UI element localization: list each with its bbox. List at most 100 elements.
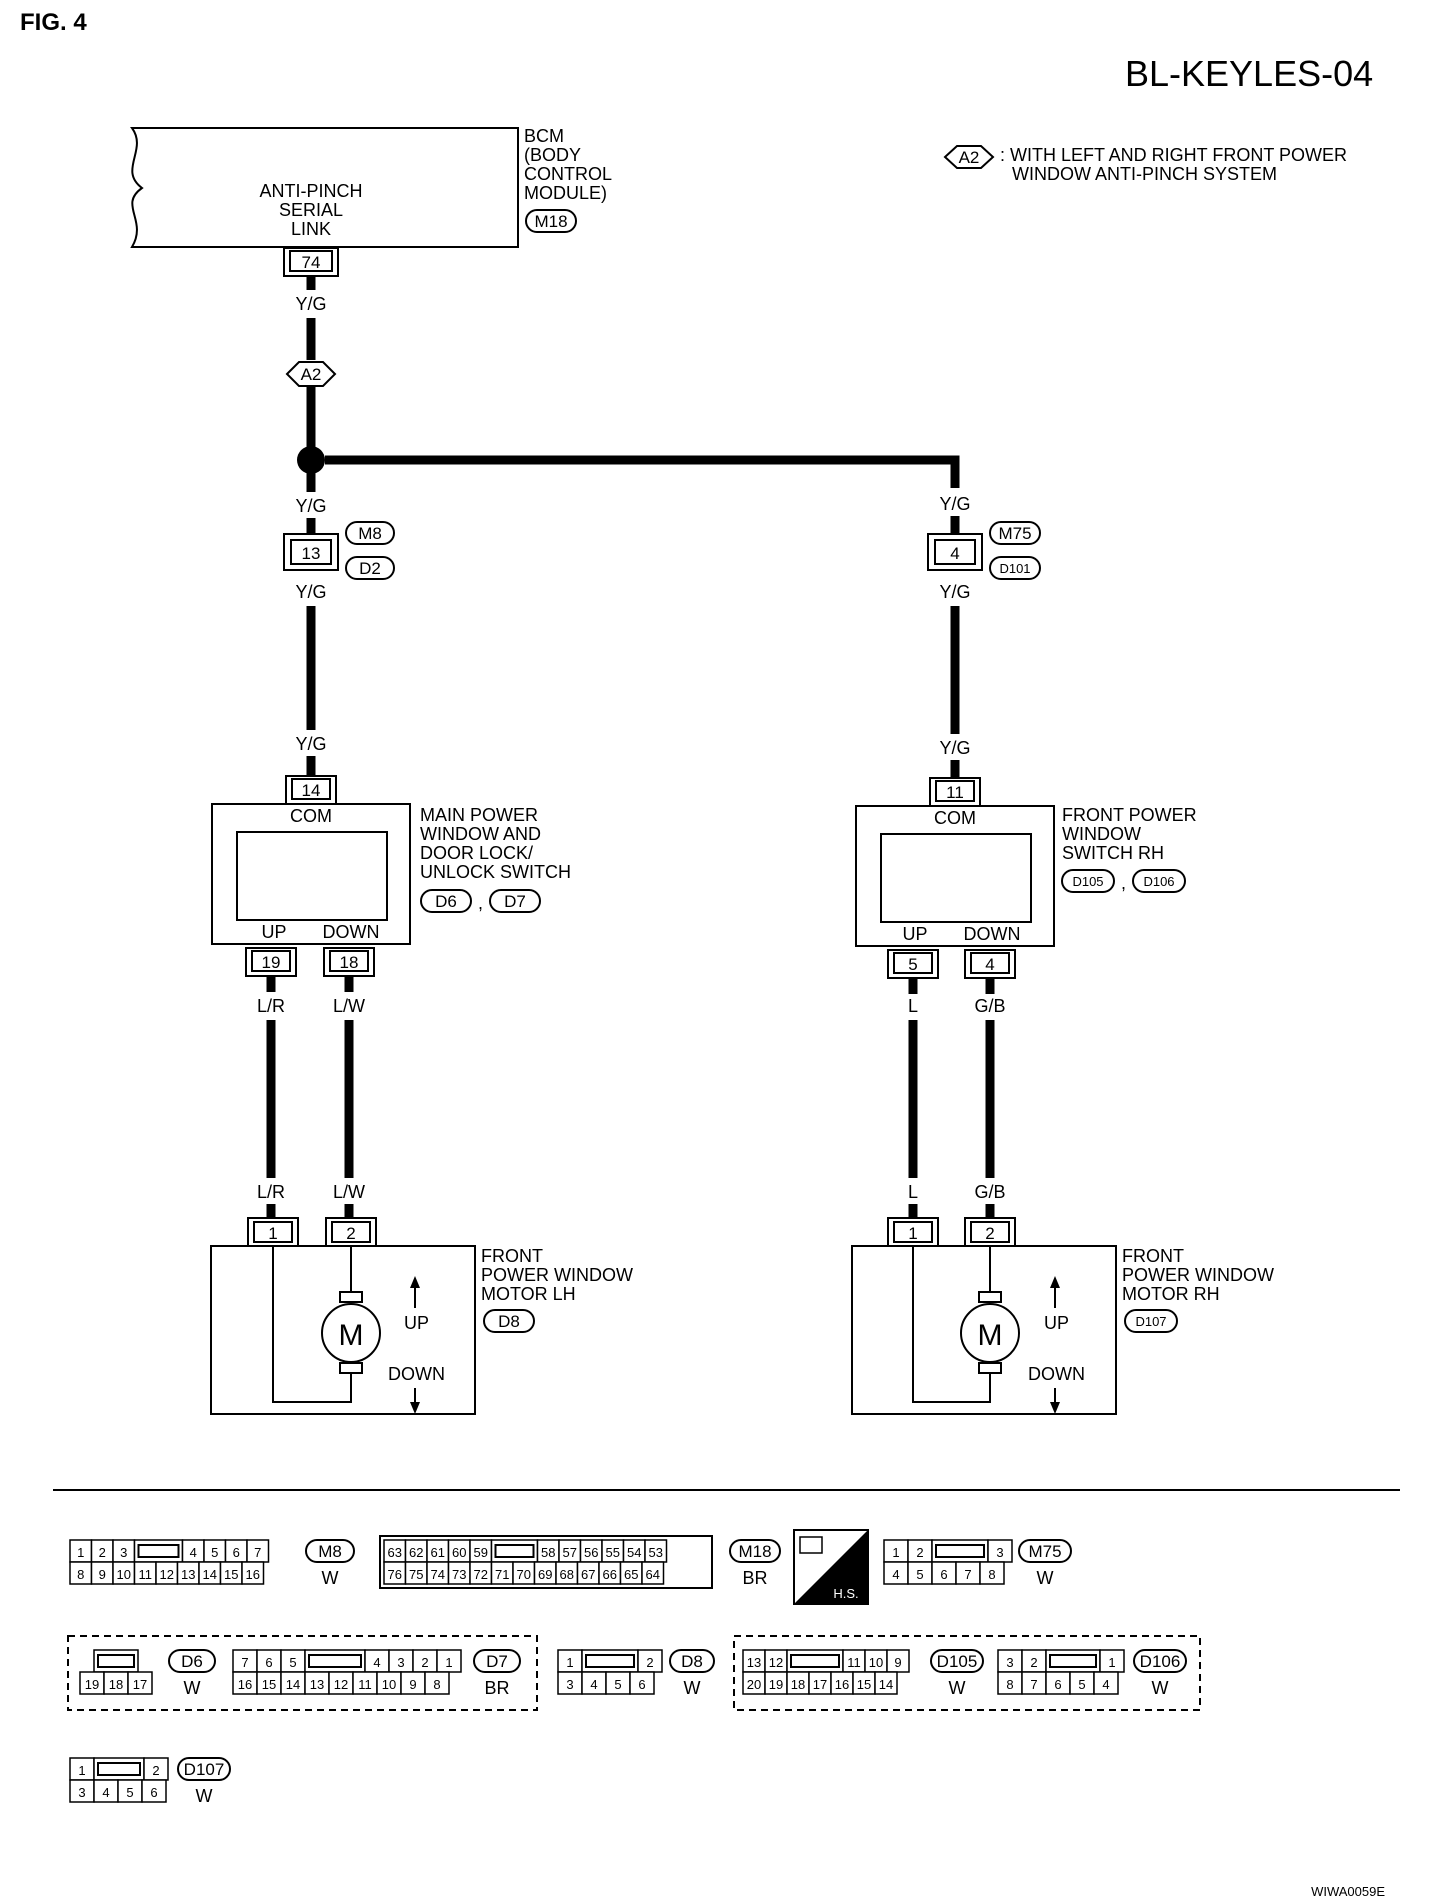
motor-rh-brush-bottom [978, 1362, 1002, 1374]
bcm-label-line1: BCM [524, 126, 564, 146]
d7-cell-label: 7 [241, 1655, 248, 1670]
d105-cell-label: 14 [879, 1677, 893, 1692]
d107-tag: D107 [184, 1760, 225, 1779]
d107-cell-label: 6 [150, 1785, 157, 1800]
legend-tag-shape [943, 145, 995, 169]
main-switch-label-line4: UNLOCK SWITCH [420, 862, 571, 882]
right-wire-bottom: Y/G [939, 582, 970, 602]
d8-cell-label: 3 [566, 1677, 573, 1692]
rh-switch-down-wire: G/B [974, 996, 1005, 1016]
motor-rh-down-label: DOWN [1028, 1364, 1085, 1384]
rh-switch-conn2: D106 [1143, 874, 1174, 889]
rh-switch-label-line3: SWITCH RH [1062, 843, 1164, 863]
m18-tag-badge [729, 1539, 781, 1563]
m75-cell-label: 1 [892, 1545, 899, 1560]
m18-cell-label: 58 [541, 1545, 555, 1560]
motor-lh-connector-badge [483, 1309, 535, 1333]
hs-connector-icon [799, 1536, 823, 1554]
motor-lh-pin1-inner [253, 1221, 293, 1243]
d8-tag-badge [669, 1649, 715, 1673]
d105-tag-badge [930, 1649, 984, 1673]
m18-lock-icon [494, 1544, 535, 1558]
motor-rh-up-label: UP [1044, 1313, 1069, 1333]
motor-rh-label-line2: POWER WINDOW [1122, 1265, 1274, 1285]
bcm-wire-color: Y/G [295, 294, 326, 314]
m8-cell-label: 7 [254, 1545, 261, 1560]
m18-cell-label: 67 [581, 1567, 595, 1582]
d106-cell-label: 5 [1078, 1677, 1085, 1692]
d7-cell-label: 6 [265, 1655, 272, 1670]
d8-color: W [684, 1678, 701, 1698]
d105-cell [874, 1671, 898, 1695]
motor-rh-label-line3: MOTOR RH [1122, 1284, 1220, 1304]
main-switch-up-pin: 19 [262, 953, 281, 972]
left-connector-bottom: D2 [359, 559, 381, 578]
m8-lock-icon [137, 1544, 180, 1558]
front-power-window-switch-rh: 11 COM UP DOWN 5 4 FRONT POWER WINDOW SW… [855, 777, 1197, 979]
d106-cell-label: 2 [1030, 1655, 1037, 1670]
d7-cell-label: 4 [373, 1655, 380, 1670]
d8-tag: D8 [681, 1652, 703, 1671]
motor-lh-down-arrowhead-icon [410, 1402, 420, 1414]
bcm-label-line2: (BODY [524, 145, 581, 165]
motor-lh-label-line2: POWER WINDOW [481, 1265, 633, 1285]
diagram-id: BL-KEYLES-04 [1125, 53, 1373, 94]
m18-cell-label: 53 [649, 1545, 663, 1560]
m18-cell-label: 60 [452, 1545, 466, 1560]
rh-switch-label-line2: WINDOW [1062, 824, 1141, 844]
d6-tag-badge [168, 1649, 216, 1673]
m75-cell-label: 4 [892, 1567, 899, 1582]
d105-cell-label: 20 [747, 1677, 761, 1692]
m75-cell-label: 7 [964, 1567, 971, 1582]
m8-cell-label: 12 [160, 1567, 174, 1582]
d8-lock-icon [585, 1654, 635, 1668]
m75-cell-label: 6 [940, 1567, 947, 1582]
d7-cell-label: 2 [421, 1655, 428, 1670]
harness-side-badge: H.S. [793, 1529, 869, 1605]
d7-cell-label: 13 [310, 1677, 324, 1692]
m18-cell-label: 71 [495, 1567, 509, 1582]
bcm-connector: M18 [534, 212, 567, 231]
d106-cell-label: 1 [1108, 1655, 1115, 1670]
d105-cell-label: 9 [894, 1655, 901, 1670]
d107-cell-label: 4 [102, 1785, 109, 1800]
front-power-window-motor-rh: L G/B 1 2 M UP DOWN FRONT POWER WINDOW M… [851, 1182, 1274, 1415]
m8-tag: M8 [318, 1542, 342, 1561]
rh-switch-inner [880, 833, 1032, 923]
d105-d106-group-frame [733, 1635, 1201, 1711]
d6-cell-label: 18 [109, 1677, 123, 1692]
d7-cell-label: 16 [238, 1677, 252, 1692]
m18-color: BR [742, 1568, 767, 1588]
m18-cell-label: 56 [584, 1545, 598, 1560]
m18-cell-label: 75 [409, 1567, 423, 1582]
m8-cell-label: 10 [117, 1567, 131, 1582]
d7-cell-label: 14 [286, 1677, 300, 1692]
m18-cell-label: 69 [538, 1567, 552, 1582]
d8-cell-label: 5 [614, 1677, 621, 1692]
m18-cell-label: 57 [563, 1545, 577, 1560]
d7-lock-icon [308, 1654, 362, 1668]
main-switch-conn1: D6 [435, 892, 457, 911]
d107-lock-icon [97, 1762, 141, 1776]
main-switch-up-label: UP [261, 922, 286, 942]
d7-cell-label: 10 [382, 1677, 396, 1692]
d6-cell [127, 1671, 153, 1695]
right-inline-connector-inner [934, 539, 976, 565]
m8-cell-label: 2 [99, 1545, 106, 1560]
m18-frame [379, 1535, 713, 1589]
m18-cell-label: 55 [606, 1545, 620, 1560]
legend-text-line2: WINDOW ANTI-PINCH SYSTEM [1012, 164, 1277, 184]
motor-lh-down-label: DOWN [388, 1364, 445, 1384]
rh-switch-conn1: D105 [1072, 874, 1103, 889]
bcm-inner-line3: LINK [291, 219, 331, 239]
d105-cell-label: 17 [813, 1677, 827, 1692]
right-wire-top: Y/G [939, 494, 970, 514]
m18-cell-label: 59 [474, 1545, 488, 1560]
motor-lh-label-line3: MOTOR LH [481, 1284, 576, 1304]
d106-lock-icon [1049, 1654, 1097, 1668]
m8-cell-label: 5 [211, 1545, 218, 1560]
motor-lh-connector: D8 [498, 1312, 520, 1331]
motor-lh-pin2: 2 [346, 1224, 355, 1243]
motor-rh-loop-wire [912, 1246, 991, 1403]
m8-cell-label: 13 [181, 1567, 195, 1582]
